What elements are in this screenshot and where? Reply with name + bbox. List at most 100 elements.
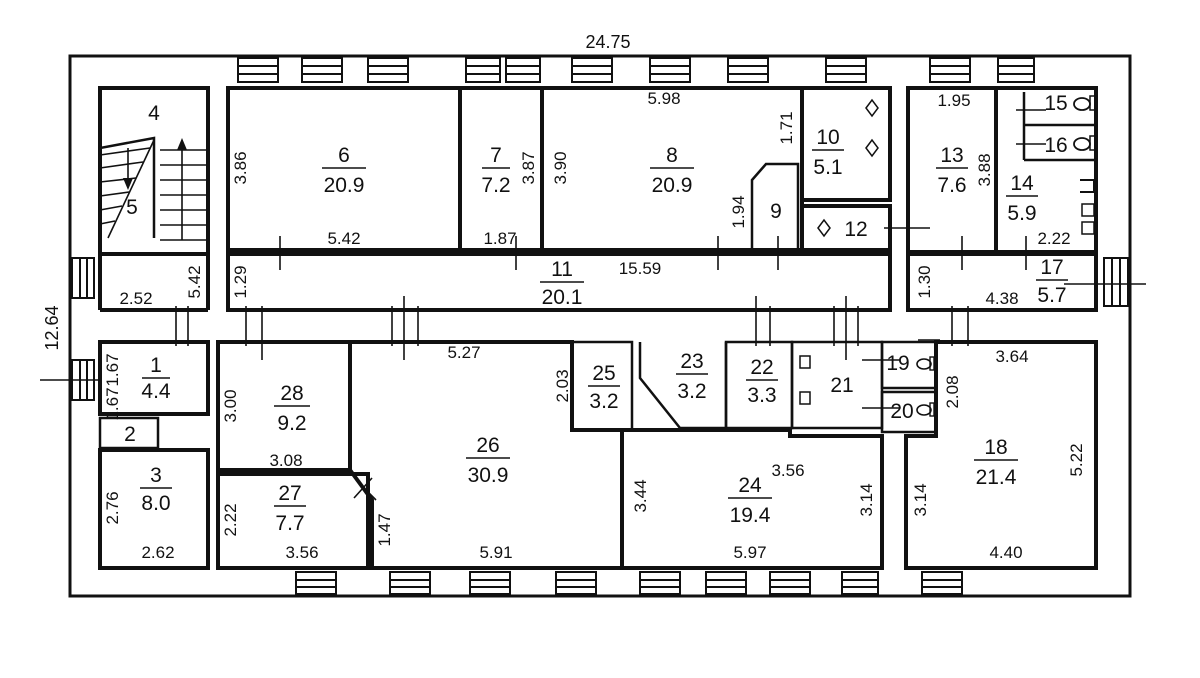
window (367, 57, 409, 83)
window (571, 57, 613, 83)
window (237, 57, 279, 83)
room-label-7: 77.2 (481, 144, 510, 197)
overall-depth: 12.64 (42, 305, 62, 350)
wall-room-26 (348, 340, 624, 570)
room-label-23: 233.2 (676, 350, 708, 403)
dim-label: 3.90 (551, 151, 570, 184)
window (295, 571, 337, 595)
room-area: 7.7 (275, 512, 304, 535)
room-area: 4.4 (141, 380, 171, 403)
dim-label: 3.64 (995, 347, 1028, 366)
dim-label: 1.47 (375, 513, 394, 546)
dim-label: 5.98 (647, 89, 680, 108)
room-area: 20.9 (324, 174, 365, 197)
room-label-27: 277.7 (274, 482, 306, 535)
lamp-icon (817, 98, 879, 238)
dim-label: 2.22 (221, 503, 240, 536)
window (505, 57, 541, 83)
outer-wall (68, 54, 1132, 598)
dim-label: 3.87 (519, 151, 538, 184)
window (727, 57, 769, 83)
doors (40, 109, 1146, 501)
room-label-4: 4 (148, 102, 160, 125)
dim-label: 3.56 (285, 543, 318, 562)
dim-label: 3.08 (269, 451, 302, 470)
room-number: 20 (890, 400, 913, 423)
room-area: 3.2 (589, 390, 618, 413)
room-area: 8.0 (141, 492, 170, 515)
windows-top (237, 57, 1035, 83)
room-label-17: 175.7 (1036, 256, 1068, 307)
room-label-21: 21 (830, 374, 853, 397)
window (769, 571, 811, 595)
room-number: 23 (680, 350, 703, 373)
room-area: 5.9 (1007, 202, 1036, 225)
dim-label: 1.87 (483, 229, 516, 248)
room-number: 8 (666, 144, 678, 167)
room-label-15: 15 (1044, 92, 1067, 115)
toilet-icon (916, 402, 935, 417)
room-number: 16 (1044, 134, 1067, 157)
dim-label: 3.88 (975, 153, 994, 186)
room-number: 2 (124, 423, 136, 446)
toilet-icon (1073, 135, 1096, 151)
wall-room-11 (226, 252, 892, 312)
dim-label: 3.86 (231, 151, 250, 184)
windows-bottom (295, 571, 963, 595)
dim-label: 5.91 (479, 543, 512, 562)
room-label-25: 253.2 (588, 362, 620, 413)
window (301, 57, 343, 83)
dim-label: 5.22 (1067, 443, 1086, 476)
window (1103, 257, 1129, 307)
room-area: 5.1 (813, 156, 842, 179)
room-area: 21.4 (976, 466, 1017, 489)
dim-label: 1.67 (103, 387, 122, 420)
room-number: 15 (1044, 92, 1067, 115)
room-number: 7 (490, 144, 502, 167)
overall-width: 24.75 (585, 32, 630, 52)
room-number: 21 (830, 374, 853, 397)
wall-room-24 (622, 428, 884, 570)
window (997, 57, 1035, 83)
room-number: 22 (750, 356, 773, 379)
room-number: 5 (126, 196, 138, 219)
room-area: 30.9 (468, 464, 509, 487)
room-number: 24 (738, 474, 762, 497)
room-label-8: 820.9 (650, 144, 694, 197)
wall-room-10 (800, 86, 892, 202)
dim-label: 3.00 (221, 389, 240, 422)
room-number: 10 (816, 126, 839, 149)
wall-room-27 (216, 472, 370, 570)
room-label-6: 620.9 (322, 144, 366, 197)
dim-label: 5.97 (733, 543, 766, 562)
room-number: 13 (940, 144, 963, 167)
room-number: 19 (886, 352, 909, 375)
dim-label: 2.22 (1037, 229, 1070, 248)
window (841, 571, 879, 595)
room-label-22: 223.3 (746, 356, 778, 407)
room-label-12: 12 (844, 218, 867, 241)
dim-label: 5.42 (327, 229, 360, 248)
room-area: 5.7 (1037, 284, 1066, 307)
room-label-13: 137.6 (936, 144, 968, 197)
wall-room-28 (216, 340, 352, 472)
window (389, 571, 431, 595)
room-label-3: 38.0 (140, 464, 172, 515)
dim-label: 1.30 (915, 265, 934, 298)
room-area: 7.6 (937, 174, 966, 197)
window (465, 57, 501, 83)
room-number: 17 (1040, 256, 1063, 279)
room-number: 18 (984, 436, 1007, 459)
window (71, 257, 95, 299)
room-number: 28 (280, 382, 303, 405)
window (705, 571, 747, 595)
room-label-10: 105.1 (812, 126, 844, 179)
room-area: 20.1 (542, 286, 583, 309)
window (469, 571, 511, 595)
room-number: 3 (150, 464, 162, 487)
room-area: 7.2 (481, 174, 510, 197)
wall-room-3 (98, 448, 210, 570)
